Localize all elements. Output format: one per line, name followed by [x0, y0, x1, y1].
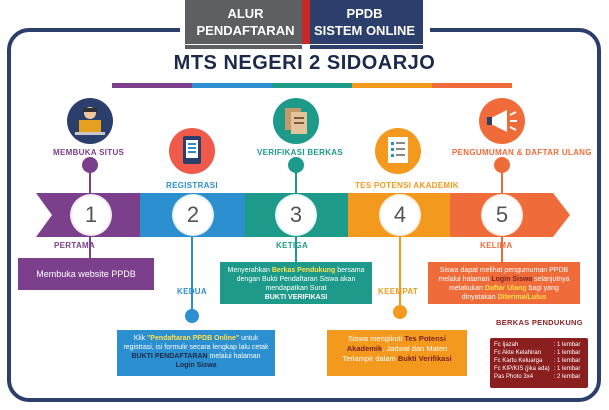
step-3-desc-hl1: Berkas Pendukung — [271, 267, 336, 274]
school-name: MTS NEGERI 2 SIDOARJO — [173, 52, 436, 74]
berkas-item-name: Fc Kartu Keluarga — [494, 358, 543, 364]
step-4-desc-hl1: Tes Potensi Akademik — [346, 334, 446, 353]
header-left: ALUR PENDAFTARAN — [185, 0, 306, 44]
step-4-desc-hl2: Bukti Verifikasi — [397, 354, 452, 363]
berkas-row: Pas Photo 3x4 : 2 lembar — [492, 373, 582, 381]
step-3-description: Menyerahkan Berkas Pendukung bersama den… — [220, 262, 372, 304]
step-2-number: 2 — [174, 196, 212, 234]
stripe-teal — [272, 83, 352, 88]
step-5-desc-mid: selanjutnya melakukan — [449, 276, 570, 292]
step-3-number: 3 — [277, 196, 315, 234]
step-2-desc-hl2: BUKTI PENDAFTARAN — [131, 353, 208, 360]
berkas-list: Fc Ijazah : 1 lembar Fc Akte Kelahiran : 1… — [490, 338, 588, 388]
step-1-description: Membuka website PPDB — [18, 258, 154, 290]
step-2-desc-pre: Klik — [133, 335, 147, 342]
dot-5 — [494, 157, 510, 173]
step-4-desc-mid: , Jadwal dan Materi Terlampir dalam — [342, 344, 448, 363]
header-right-line2: SISTEM ONLINE — [313, 23, 416, 38]
berkas-item-qty: : 2 lembar — [553, 374, 581, 380]
step-5-description: Siswa dapat melihat pengumuman PPDB mela… — [428, 262, 580, 304]
step-2-desc-hl1: "Pendaftaran PPDB Online" — [146, 335, 240, 342]
berkas-item-qty: : 1 lembar — [553, 350, 581, 356]
step-5-desc-hl3: Diterima/Lulus — [497, 294, 547, 301]
step-3-desc-mid: bersama dengan Bukti Pendaftaran Siswa a… — [236, 267, 365, 292]
header-left-line2: PENDAFTARAN — [196, 23, 295, 38]
step-3-desc-pre: Menyerahkan — [227, 267, 272, 274]
step-2-desc-hl3: Login Siswa — [175, 362, 217, 369]
step-5-title: PENGUMUMAN & DAFTAR ULANG — [452, 148, 592, 157]
megaphone-icon — [479, 98, 525, 144]
berkas-item-qty: : 1 lembar — [553, 358, 581, 364]
header-divider — [302, 0, 310, 44]
header-underline-left — [185, 45, 302, 49]
berkas-item-name: Fc KIP/KIS (jika ada) — [494, 366, 550, 372]
step-5-desc-hl1: Login Siswa — [491, 276, 533, 283]
step-3-title: VERIFIKASI BERKAS — [257, 148, 343, 157]
step-5-number: 5 — [483, 196, 521, 234]
step-4-description: Siswa mengikuti Tes Potensi Akademik, Ja… — [327, 330, 467, 376]
header-left-line1: ALUR — [227, 6, 264, 21]
step-4-ordinal: KEEMPAT — [378, 287, 419, 296]
step-5-desc-pre: Siswa dapat melihat pengumuman PPDB mela… — [438, 267, 569, 283]
step-3-ordinal: KETIGA — [276, 241, 309, 250]
checklist-icon — [375, 128, 421, 174]
stripe-blue — [192, 83, 272, 88]
berkas-title: BERKAS PENDUKUNG — [496, 318, 583, 327]
step-2-title: REGISTRASI — [166, 181, 218, 190]
step-4-title: TES POTENSI AKADEMIK — [355, 181, 459, 190]
berkas-item-qty: : 1 lembar — [553, 342, 581, 348]
step-2-desc-post: melalui halaman — [207, 353, 261, 360]
stripe-orange — [352, 83, 432, 88]
step-2-description: Klik "Pendaftaran PPDB Online" untuk reg… — [117, 330, 275, 376]
step-4-number: 4 — [381, 196, 419, 234]
berkas-row: Fc Ijazah : 1 lembar — [492, 341, 582, 349]
berkas-row: Fc Kartu Keluarga : 1 lembar — [492, 357, 582, 365]
stripe-purple — [112, 83, 192, 88]
berkas-item-name: Fc Akte Kelahiran — [494, 350, 542, 356]
dot-2 — [185, 309, 199, 323]
dot-4 — [393, 305, 407, 319]
header-underline-right — [310, 45, 423, 49]
step-5-ordinal: KELIMA — [480, 241, 513, 250]
dot-1 — [82, 157, 98, 173]
step-1-ordinal: PERTAMA — [54, 241, 96, 250]
step-1-number: 1 — [72, 196, 110, 234]
computer-user-icon — [67, 98, 113, 144]
step-4-desc-pre: Siswa mengikuti — [348, 334, 405, 343]
header-right-line1: PPDB — [346, 6, 383, 21]
step-5-desc-hl2: Daftar Ulang — [484, 285, 527, 292]
berkas-table: Fc Ijazah : 1 lembar Fc Akte Kelahiran : 1… — [492, 341, 582, 381]
berkas-row: Fc Akte Kelahiran : 1 lembar — [492, 349, 582, 357]
step-1-title: MEMBUKA SITUS — [53, 148, 125, 157]
documents-icon — [273, 98, 319, 144]
berkas-item-qty: : 1 lembar — [553, 366, 581, 372]
step-3-desc-hl2: BUKTI VERIFIKASI — [264, 294, 328, 301]
berkas-row: Fc KIP/KIS (jika ada): 1 lembar — [492, 365, 582, 373]
tablet-form-icon — [169, 128, 215, 174]
dot-3 — [288, 157, 304, 173]
berkas-item-name: Fc Ijazah — [494, 342, 519, 348]
step-2-ordinal: KEDUA — [177, 287, 207, 296]
stripe-red — [432, 83, 512, 88]
step-5-desc-mid2: bagi yang dinyatakan — [461, 285, 559, 301]
berkas-item-name: Pas Photo 3x4 — [494, 374, 534, 380]
step-2-desc-mid: untuk registrasi, isi formulir secara le… — [123, 335, 269, 351]
header-right: PPDB SISTEM ONLINE — [306, 0, 423, 44]
